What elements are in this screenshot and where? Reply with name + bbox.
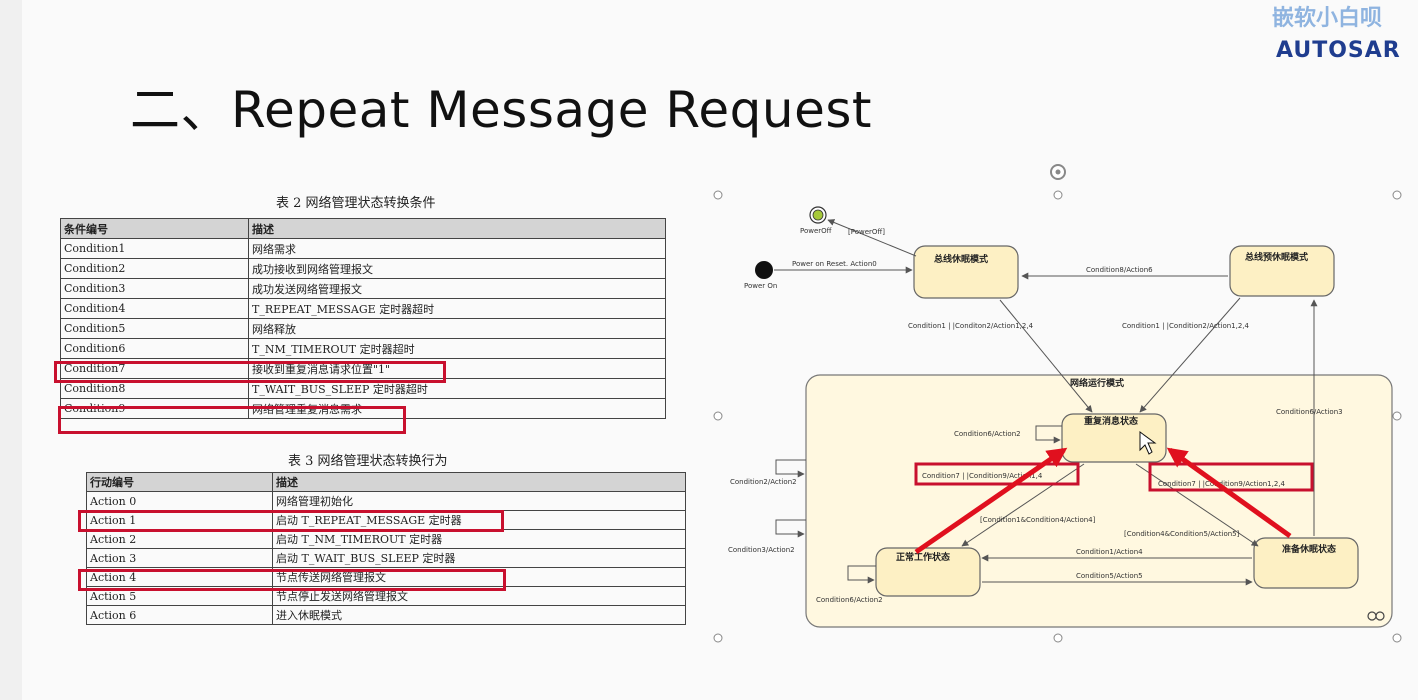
slide-title: 二、Repeat Message Request	[130, 81, 873, 139]
c8-a6-label: Condition8/Action6	[1086, 266, 1153, 274]
network-mode-label: 网络运行模式	[1070, 377, 1124, 389]
action-desc: 网络管理初始化	[272, 491, 686, 511]
autosar-logo: AUTOSAR	[1276, 38, 1401, 63]
condition-desc-header: 描述	[248, 218, 666, 239]
bus-sleep-label: 总线休眠模式	[934, 253, 988, 265]
power-on-label: Power On	[744, 282, 777, 290]
condition-id: Condition6	[60, 338, 249, 359]
c1-a4-label: Condition1/Action4	[1076, 548, 1143, 556]
c2-a2-label: Condition2/Action2	[730, 478, 797, 486]
presleep-to-net-label: Condition1 | |Condition2/Action1,2,4	[1122, 322, 1250, 330]
link-icon	[1367, 611, 1385, 621]
c6-a2-repeat-label: Condition6/Action2	[954, 430, 1021, 438]
table3-caption: 表 3 网络管理状态转换行为	[288, 454, 448, 469]
power-on-reset-label: Power on Reset. Action0	[792, 260, 877, 268]
action-id: Action 0	[86, 491, 273, 511]
red-arrow-normal-to-repeat	[914, 447, 1068, 555]
condition-id-header: 条件编号	[60, 218, 249, 239]
transition-lines	[774, 219, 1318, 586]
condition-desc: T_REPEAT_MESSAGE 定时器超时	[248, 298, 666, 319]
action-desc: 启动 T_WAIT_BUS_SLEEP 定时器	[272, 548, 686, 568]
condition-desc: T_NM_TIMEROUT 定时器超时	[248, 338, 666, 359]
rotate-handle-icon[interactable]	[1050, 164, 1066, 180]
action-id: Action 2	[86, 529, 273, 549]
table2-caption: 表 2 网络管理状态转换条件	[276, 196, 436, 211]
bus-sleep-state	[913, 245, 1019, 299]
condition-desc: 网络需求	[248, 238, 666, 259]
action-id: Action 3	[86, 548, 273, 568]
ready-sleep-label: 准备休眠状态	[1282, 543, 1336, 555]
highlight-action4	[78, 569, 506, 591]
highlight-action1	[78, 510, 504, 532]
normal-to-repeat-label: Condition7 | |Condition9/Action1,4	[922, 472, 1043, 480]
ready-to-repeat-label: Condition7 | |Condition9/Action1,2,4	[1158, 480, 1286, 488]
c5-a5-label: Condition5/Action5	[1076, 572, 1143, 580]
repeat-message-label: 重复消息状态	[1084, 415, 1138, 427]
red-arrow-ready-to-repeat	[1166, 447, 1292, 539]
brand-logo-cn: 嵌软小白呗	[1272, 6, 1383, 31]
highlight-normal-to-repeat	[914, 462, 1080, 486]
mouse-cursor-icon	[1139, 431, 1157, 455]
selection-handles	[713, 190, 1402, 643]
condition-desc: 网络释放	[248, 318, 666, 339]
sleep-to-net-label: Condition1 | |Conditon2/Action1,2,4	[908, 322, 1034, 330]
normal-operation-label: 正常工作状态	[896, 551, 950, 563]
action-id-header: 行动编号	[86, 472, 273, 492]
prepare-bus-sleep-state	[1229, 245, 1335, 297]
ready-sleep-state	[1253, 537, 1359, 589]
action-desc: 进入休眠模式	[272, 605, 686, 625]
repeat-to-ready-label: [Condition4&Condition5/Action5]	[1124, 530, 1240, 538]
power-off-guard-label: [PowerOff]	[848, 228, 885, 236]
condition-id: Condition2	[60, 258, 249, 279]
state-machine-diagram: 网络运行模式 总线休眠模式 总线预休眠模式 重复消息状态 正常工作状态 准备休眠…	[713, 164, 1402, 643]
normal-operation-state	[875, 547, 981, 597]
c6-a2-normal-label: Condition6/Action2	[816, 596, 883, 604]
power-off-label: PowerOff	[800, 227, 832, 235]
action-id: Action 6	[86, 605, 273, 625]
repeat-to-normal-label: [Condition1&Condition4/Action4]	[980, 516, 1096, 524]
c6-a3-label: Condition6/Action3	[1276, 408, 1343, 416]
condition-id: Condition5	[60, 318, 249, 339]
power-off-final-node	[809, 206, 827, 224]
highlight-condition7	[54, 361, 446, 383]
condition-id: Condition4	[60, 298, 249, 319]
highlight-condition9	[58, 406, 406, 434]
prepare-bus-sleep-label: 总线预休眠模式	[1245, 251, 1308, 263]
left-margin-bar	[0, 0, 22, 700]
condition-desc: 成功接收到网络管理报文	[248, 258, 666, 279]
condition-desc: 成功发送网络管理报文	[248, 278, 666, 299]
action-desc: 启动 T_NM_TIMEROUT 定时器	[272, 529, 686, 549]
c3-a2-label: Condition3/Action2	[728, 546, 795, 554]
condition-id: Condition3	[60, 278, 249, 299]
condition-id: Condition1	[60, 238, 249, 259]
action-desc-header: 描述	[272, 472, 686, 492]
highlight-ready-to-repeat	[1148, 462, 1314, 492]
power-on-initial-node	[755, 261, 773, 279]
